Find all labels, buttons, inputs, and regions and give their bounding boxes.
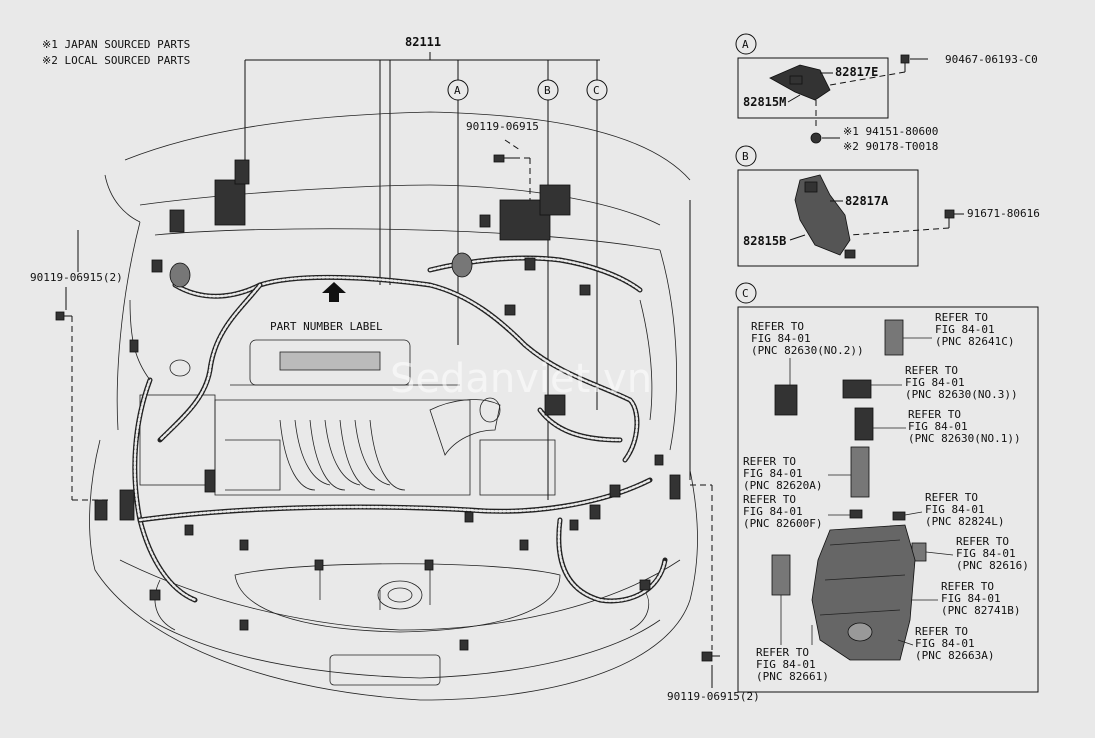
detail-b-box	[737, 169, 919, 267]
svg-text:(PNC 82661): (PNC 82661)	[756, 670, 829, 683]
svg-text:FIG 84-01: FIG 84-01	[915, 637, 975, 650]
detail-a-p1: 82817E	[835, 65, 878, 79]
legend-japan: ※1 JAPAN SOURCED PARTS	[42, 38, 190, 51]
svg-text:FIG 84-01: FIG 84-01	[935, 323, 995, 336]
svg-text:(PNC 82620A): (PNC 82620A)	[743, 479, 822, 492]
svg-text:REFER TO: REFER TO	[956, 535, 1009, 548]
svg-text:(PNC 82630(NO.1)): (PNC 82630(NO.1))	[908, 432, 1021, 445]
svg-text:REFER TO: REFER TO	[743, 493, 796, 506]
part-number-label-arrow	[322, 282, 346, 302]
harness-connectors	[94, 159, 681, 651]
ref-82630-no3: REFER TO FIG 84-01 (PNC 82630(NO.3))	[905, 364, 1018, 401]
car-body-outline	[89, 111, 698, 701]
ref-82824l: REFER TO FIG 84-01 (PNC 82824L)	[925, 491, 1004, 528]
svg-text:REFER TO: REFER TO	[908, 408, 961, 421]
ref-82741b: REFER TO FIG 84-01 (PNC 82741B)	[941, 580, 1020, 617]
svg-text:(PNC 82741B): (PNC 82741B)	[941, 604, 1020, 617]
detail-c-circle: C	[735, 282, 757, 304]
circle-c-callout: C	[586, 79, 608, 101]
svg-text:REFER TO: REFER TO	[751, 320, 804, 333]
detail-a-p2: 82815M	[743, 95, 786, 109]
svg-text:(PNC 82641C): (PNC 82641C)	[935, 335, 1014, 348]
svg-text:REFER TO: REFER TO	[925, 491, 978, 504]
svg-text:FIG 84-01: FIG 84-01	[941, 592, 1001, 605]
svg-text:FIG 84-01: FIG 84-01	[956, 547, 1016, 560]
detail-a-p5: ※2 90178-T0018	[843, 140, 938, 153]
svg-text:FIG 84-01: FIG 84-01	[751, 332, 811, 345]
detail-a-bracket	[769, 64, 831, 101]
callout-82111-lines	[244, 52, 600, 500]
svg-text:B: B	[742, 150, 749, 163]
svg-text:(PNC 82630(NO.2)): (PNC 82630(NO.2))	[751, 344, 864, 357]
svg-text:B: B	[544, 84, 551, 97]
svg-text:(PNC 82600F): (PNC 82600F)	[743, 517, 822, 530]
detail-a-circle: A	[735, 33, 757, 55]
detail-c-box	[737, 306, 1039, 693]
detail-b-p1: 82817A	[845, 194, 889, 208]
ref-82630-no1: REFER TO FIG 84-01 (PNC 82630(NO.1))	[908, 408, 1021, 445]
bolt-top-icon	[493, 139, 531, 215]
ref-82630-no2: REFER TO FIG 84-01 (PNC 82630(NO.2))	[751, 320, 864, 357]
bolt-bottom-label: 90119-06915(2)	[667, 690, 760, 703]
svg-text:REFER TO: REFER TO	[941, 580, 994, 593]
detail-b-circle: B	[735, 145, 757, 167]
circle-b-callout: B	[537, 79, 559, 101]
ref-82661: REFER TO FIG 84-01 (PNC 82661)	[756, 646, 829, 683]
svg-text:(PNC 82663A): (PNC 82663A)	[915, 649, 994, 662]
bolt-left-label: 90119-06915(2)	[30, 271, 123, 284]
ref-82663a: REFER TO FIG 84-01 (PNC 82663A)	[915, 625, 994, 662]
svg-text:FIG 84-01: FIG 84-01	[925, 503, 985, 516]
nut-icon-a	[810, 100, 840, 144]
detail-b-bracket	[794, 174, 856, 259]
svg-text:FIG 84-01: FIG 84-01	[756, 658, 816, 671]
wiring-harness	[129, 255, 668, 610]
detail-a-box	[737, 57, 889, 119]
ref-82641c: REFER TO FIG 84-01 (PNC 82641C)	[935, 311, 1014, 348]
svg-text:REFER TO: REFER TO	[935, 311, 988, 324]
svg-text:REFER TO: REFER TO	[743, 455, 796, 468]
bolt-bottom-icon	[689, 200, 720, 688]
part-82111-label: 82111	[405, 35, 441, 49]
detail-a-p3: 90467-06193-C0	[945, 53, 1038, 66]
ref-82616: REFER TO FIG 84-01 (PNC 82616)	[956, 535, 1029, 572]
detail-c-leaders	[780, 337, 954, 646]
engine-block	[139, 339, 556, 496]
watermark: Sedanviet.vn	[390, 356, 652, 402]
svg-text:C: C	[593, 84, 600, 97]
svg-text:FIG 84-01: FIG 84-01	[905, 376, 965, 389]
detail-b-p3: 91671-80616	[967, 207, 1040, 220]
svg-text:REFER TO: REFER TO	[905, 364, 958, 377]
detail-b-p2: 82815B	[743, 234, 786, 248]
ref-82620a: REFER TO FIG 84-01 (PNC 82620A)	[743, 455, 822, 492]
svg-text:A: A	[742, 38, 749, 51]
detail-a-p4: ※1 94151-80600	[843, 125, 938, 138]
svg-text:(PNC 82616): (PNC 82616)	[956, 559, 1029, 572]
svg-text:FIG 84-01: FIG 84-01	[743, 505, 803, 518]
circle-a-callout: A	[447, 79, 469, 101]
svg-text:(PNC 82824L): (PNC 82824L)	[925, 515, 1004, 528]
legend-local: ※2 LOCAL SOURCED PARTS	[42, 54, 190, 67]
part-number-label: PART NUMBER LABEL	[270, 320, 383, 333]
svg-text:REFER TO: REFER TO	[756, 646, 809, 659]
bolt-icon-b	[849, 209, 964, 236]
bolt-icon-a	[829, 54, 928, 86]
svg-text:FIG 84-01: FIG 84-01	[743, 467, 803, 480]
svg-text:FIG 84-01: FIG 84-01	[908, 420, 968, 433]
svg-text:A: A	[454, 84, 461, 97]
svg-text:C: C	[742, 287, 749, 300]
ref-82600f: REFER TO FIG 84-01 (PNC 82600F)	[743, 493, 822, 530]
bolt-top-label: 90119-06915	[466, 120, 539, 133]
svg-text:(PNC 82630(NO.3)): (PNC 82630(NO.3))	[905, 388, 1018, 401]
detail-c-components	[771, 319, 927, 661]
svg-text:REFER TO: REFER TO	[915, 625, 968, 638]
